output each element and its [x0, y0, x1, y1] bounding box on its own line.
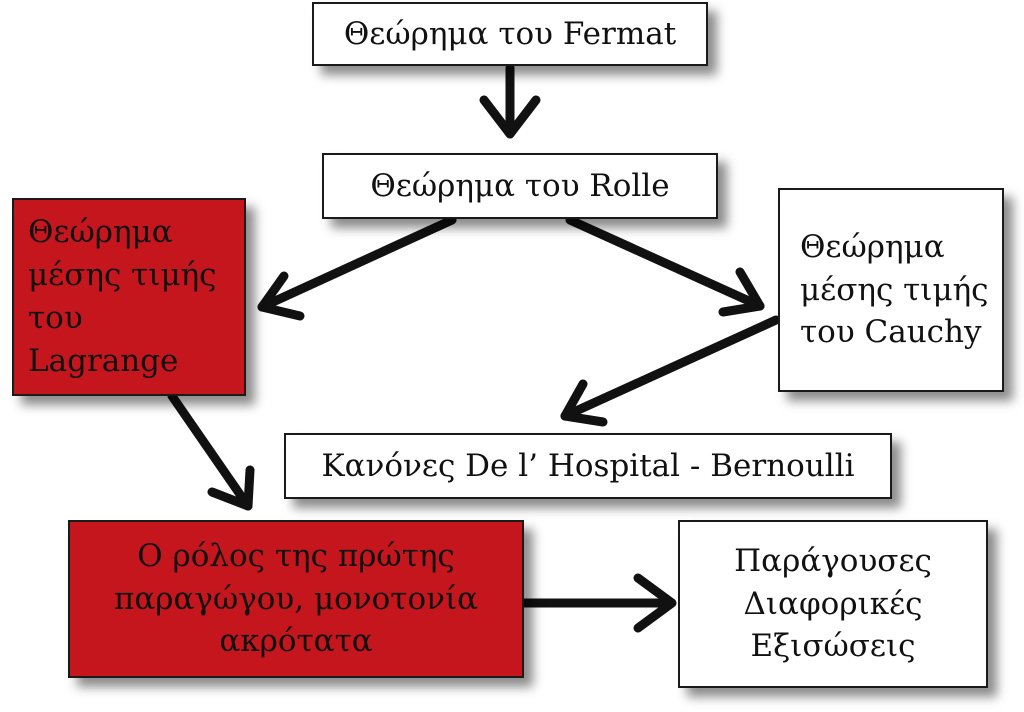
edge-cauchy-hospital	[560, 315, 781, 427]
node-first-derivative-line-3: ακρότατα	[219, 623, 373, 660]
node-differential-equations-line-1: Παράγουσες	[734, 542, 932, 579]
edge-rolle-lagrange	[257, 215, 457, 321]
node-cauchy-theorem: Θεώρημα μέσης τιμής του Cauchy	[778, 188, 1004, 392]
node-first-derivative-line-1: Ο ρόλος της πρώτης	[137, 537, 455, 574]
node-rolle-label: Θεώρημα του Rolle	[370, 167, 670, 204]
edge-fermat-rolle	[479, 63, 541, 139]
node-cauchy-line-2: μέσης τιμής	[800, 271, 989, 308]
node-cauchy-line-3: του Cauchy	[800, 314, 982, 351]
node-lagrange-line-1: Θεώρημα	[28, 214, 173, 251]
edge-lagrange-first-derivative	[167, 391, 255, 511]
node-first-derivative-role: Ο ρόλος της πρώτης παραγώγου, μονοτονία …	[68, 520, 524, 678]
node-rolle-theorem: Θεώρημα του Rolle	[322, 153, 718, 219]
node-differential-equations: Παράγουσες Διαφορικές Εξισώσεις	[678, 520, 988, 688]
node-differential-equations-line-2: Διαφορικές	[743, 585, 923, 622]
node-first-derivative-line-2: παραγώγου, μονοτονία	[113, 580, 479, 617]
node-lagrange-line-2: μέσης τιμής	[28, 257, 217, 294]
edge-first-derivative-differential-equations	[519, 573, 677, 633]
node-differential-equations-line-3: Εξισώσεις	[750, 628, 916, 665]
node-fermat-label: Θεώρημα του Fermat	[343, 15, 677, 52]
edge-rolle-cauchy	[565, 215, 765, 317]
node-hospital-label: Κανόνες De l’ Hospital - Bernoulli	[321, 447, 855, 484]
node-hospital-rules: Κανόνες De l’ Hospital - Bernoulli	[284, 433, 892, 499]
node-fermat-theorem: Θεώρημα του Fermat	[312, 2, 708, 66]
node-cauchy-line-1: Θεώρημα	[800, 228, 945, 265]
node-lagrange-theorem: Θεώρημα μέσης τιμής του Lagrange	[12, 198, 246, 396]
node-lagrange-line-3: του Lagrange	[28, 300, 179, 379]
